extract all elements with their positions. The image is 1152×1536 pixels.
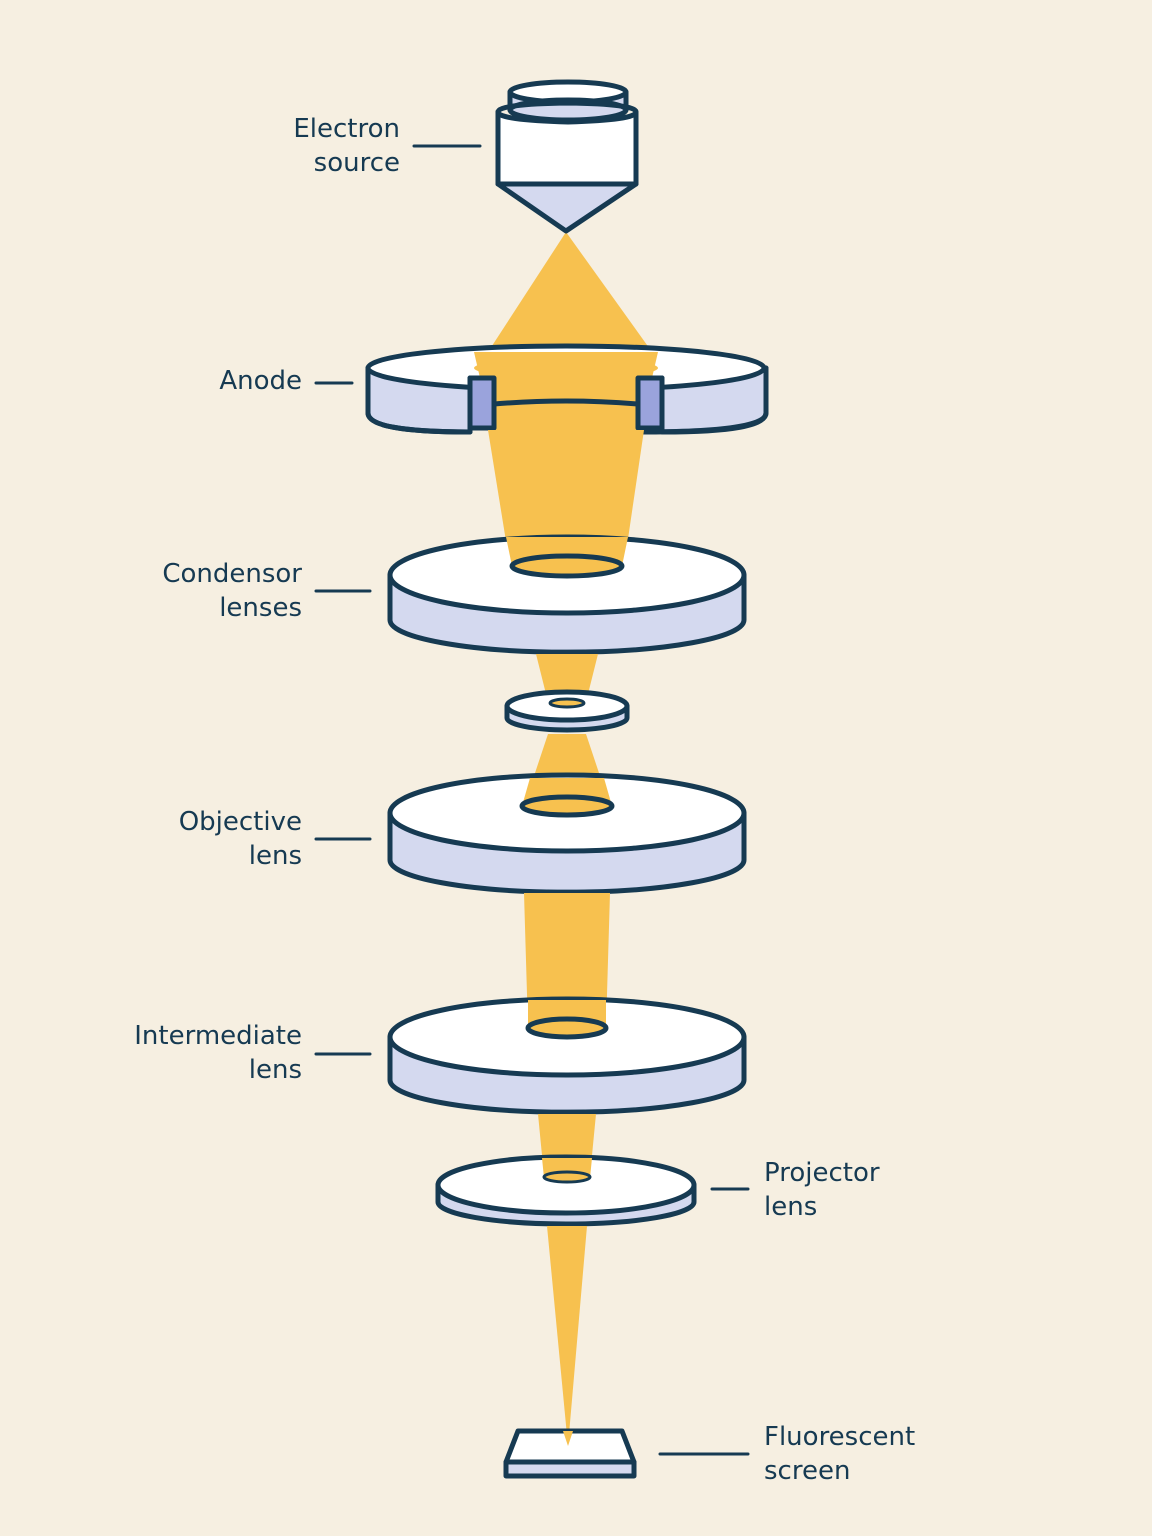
aperture-disk — [504, 689, 630, 733]
label-electron-source-line1: Electron — [293, 114, 400, 144]
electron-source-rim — [495, 100, 639, 115]
fluorescent-screen-side — [503, 1459, 637, 1479]
label-condensor-lenses-line2: lenses — [219, 593, 302, 623]
label-intermediate-lens-line2: lens — [248, 1055, 302, 1085]
anode-cut-left — [467, 375, 497, 431]
beam-through-anode — [474, 352, 658, 430]
beam-anode-to-condensor — [488, 430, 644, 566]
label-electron-source-line2: source — [313, 148, 400, 178]
electron-source-body — [495, 109, 639, 187]
label-projector-lens-line1: Projector — [764, 1158, 880, 1188]
beam-source-to-anode — [488, 232, 652, 352]
objective-lens-hole — [519, 794, 615, 818]
label-objective-lens-line1: Objective — [178, 807, 302, 837]
anode-cut-right — [635, 375, 665, 431]
projector-lens-top — [435, 1154, 697, 1216]
label-electron-source: Electron source — [293, 112, 400, 180]
beam-projector-to-screen — [547, 1226, 587, 1446]
label-anode: Anode — [219, 364, 302, 398]
anode — [365, 343, 769, 435]
anode-outline — [365, 365, 769, 435]
label-condensor-lenses-line1: Condensor — [162, 559, 302, 589]
fluorescent-screen — [503, 1428, 637, 1479]
projector-lens — [435, 1154, 697, 1227]
projector-lens-hole — [542, 1170, 592, 1184]
label-anode-line1: Anode — [219, 366, 302, 396]
beam-objective-to-intermediate — [524, 893, 610, 1028]
aperture-disk-hole — [548, 697, 586, 709]
objective-lens — [387, 772, 747, 895]
intermediate-lens — [387, 996, 747, 1115]
label-intermediate-lens-line1: Intermediate — [134, 1021, 302, 1051]
label-objective-lens: Objective lens — [179, 805, 302, 873]
label-fluorescent-screen: Fluorescent screen — [764, 1420, 915, 1488]
intermediate-lens-hole — [525, 1016, 609, 1040]
electron-source — [495, 79, 639, 234]
label-projector-lens: Projector lens — [764, 1156, 880, 1224]
label-fluorescent-screen-line1: Fluorescent — [764, 1422, 916, 1452]
label-projector-lens-line2: lens — [764, 1192, 818, 1222]
label-fluorescent-screen-line2: screen — [764, 1456, 851, 1486]
label-intermediate-lens: Intermediate lens — [134, 1019, 302, 1087]
beam-on-screen — [563, 1431, 573, 1446]
electron-source-cone — [495, 181, 639, 234]
label-condensor-lenses: Condensor lenses — [162, 557, 302, 625]
condensor-lens-hole — [509, 553, 625, 579]
condensor-lens — [387, 534, 747, 655]
label-objective-lens-line2: lens — [248, 841, 302, 871]
